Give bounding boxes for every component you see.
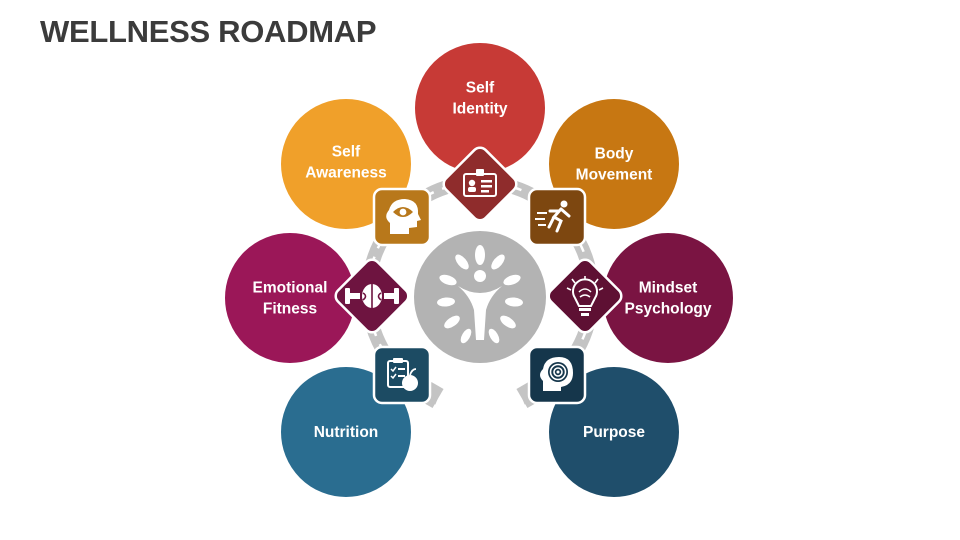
badge-purpose (527, 345, 587, 405)
badge-nutrition (372, 345, 432, 405)
brain-weights-icon (345, 284, 399, 308)
id-badge-icon (463, 169, 497, 197)
badge-self-awareness (372, 187, 432, 247)
node-label-self-awareness: Self (332, 144, 361, 161)
head-eye-icon (386, 199, 421, 234)
node-label-emotional-fitness: Fitness (263, 301, 317, 318)
page-title: WELLNESS ROADMAP (40, 14, 377, 49)
node-label-mindset-psychology: Psychology (625, 301, 712, 318)
nodes-layer: SelfIdentityBodyMovementMindsetPsycholog… (223, 41, 735, 499)
center-emblem (414, 231, 546, 363)
node-label-purpose: Purpose (583, 424, 645, 441)
badge-shape-self-identity (442, 146, 518, 222)
diet-clipboard-apple-icon (387, 358, 418, 391)
node-label-nutrition: Nutrition (314, 424, 379, 441)
running-person-icon (535, 200, 571, 233)
brain-bulb-icon (566, 276, 604, 316)
badges-layer (334, 146, 623, 405)
node-label-self-identity: Identity (452, 101, 507, 118)
badge-emotional-fitness (334, 258, 410, 334)
wellness-tree-person-icon (437, 245, 523, 344)
node-label-body-movement: Body (595, 146, 634, 163)
node-label-self-awareness: Awareness (305, 165, 387, 182)
badge-shape-mindset-psychology (547, 258, 623, 334)
badge-body-movement (527, 187, 587, 247)
node-label-self-identity: Self (466, 80, 495, 97)
node-label-emotional-fitness: Emotional (253, 280, 328, 297)
node-label-body-movement: Movement (576, 167, 653, 184)
badge-self-identity (442, 146, 518, 222)
node-label-mindset-psychology: Mindset (639, 280, 698, 297)
head-target-icon (540, 357, 573, 391)
badge-mindset-psychology (547, 258, 623, 334)
